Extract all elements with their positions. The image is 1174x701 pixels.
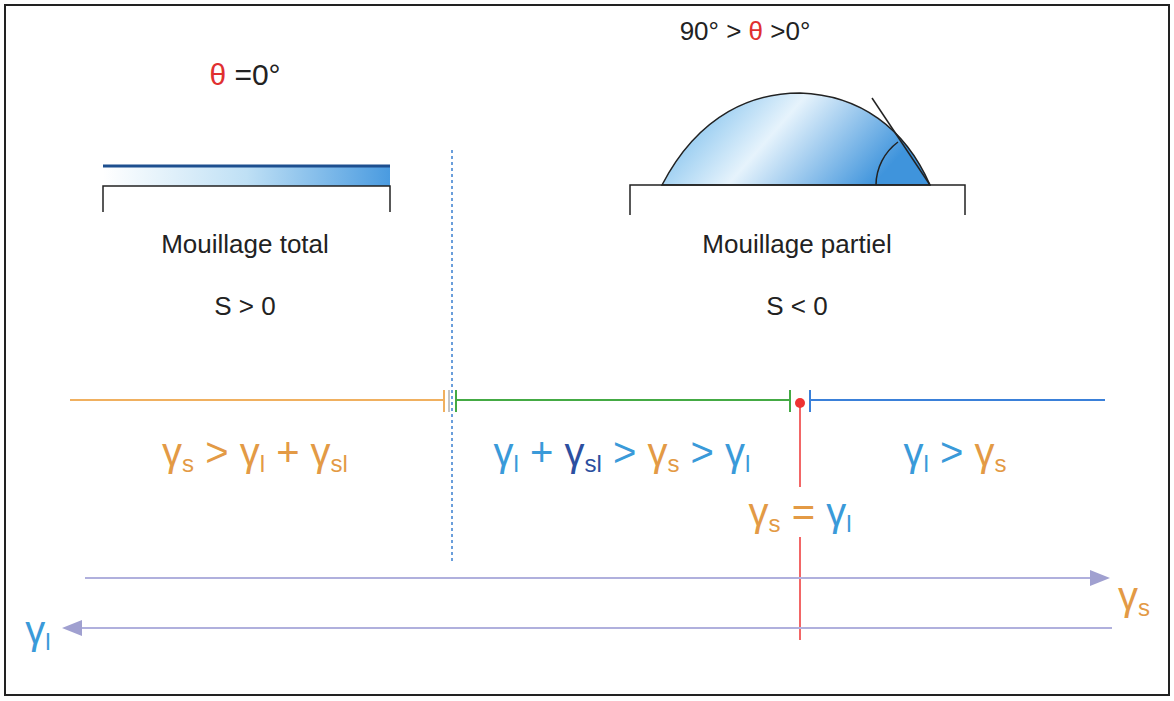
formula-token: θ bbox=[749, 16, 763, 46]
formula-token: > bbox=[726, 16, 741, 46]
bar-tick bbox=[789, 390, 791, 412]
equality-formula: γs = γl bbox=[743, 487, 858, 537]
equality-dot bbox=[795, 398, 805, 408]
formula-token: γl bbox=[240, 430, 265, 474]
regime-title: Mouillage total bbox=[161, 230, 329, 260]
formula-token: γl bbox=[725, 430, 750, 474]
formula-token: 90° bbox=[680, 16, 719, 46]
subscript: s bbox=[182, 450, 194, 477]
formula-token: γl bbox=[826, 490, 851, 534]
bar-tick bbox=[455, 390, 457, 412]
subscript: l bbox=[924, 450, 929, 477]
film-surface bbox=[103, 165, 390, 168]
bar-tick bbox=[809, 390, 811, 412]
subscript: l bbox=[45, 628, 50, 655]
subscript: l bbox=[846, 510, 851, 537]
formula-token: > bbox=[691, 430, 714, 474]
contact-angle: θ =0° bbox=[209, 58, 280, 93]
axis-label: γl bbox=[25, 607, 50, 653]
formula-token: γl bbox=[494, 430, 519, 474]
regime-bar bbox=[456, 399, 790, 401]
formula-token: γs bbox=[1118, 574, 1150, 618]
formula-token: γs bbox=[749, 490, 781, 534]
subscript: sl bbox=[585, 450, 602, 477]
formula-token: + bbox=[276, 430, 299, 474]
formula-token: =0° bbox=[234, 58, 280, 91]
subscript: l bbox=[514, 450, 519, 477]
substrate bbox=[103, 186, 390, 212]
formula-token: γs bbox=[974, 430, 1006, 474]
condition-formula: γl + γsl > γs > γl bbox=[494, 429, 751, 475]
arrow-head bbox=[1090, 570, 1110, 586]
substrate bbox=[630, 185, 965, 215]
subscript: l bbox=[260, 450, 265, 477]
tangent-line bbox=[872, 98, 930, 185]
droplet bbox=[662, 93, 930, 185]
spreading-sign: S < 0 bbox=[766, 292, 827, 322]
condition-formula: γs > γl + γsl bbox=[162, 429, 348, 475]
regime-bar bbox=[70, 399, 444, 401]
regime-title: Mouillage partiel bbox=[702, 230, 891, 260]
formula-token: > bbox=[940, 430, 963, 474]
liquid-film bbox=[103, 166, 390, 186]
formula-token: θ bbox=[209, 58, 226, 91]
subscript: s bbox=[1138, 594, 1150, 621]
regime-bar bbox=[810, 399, 1105, 401]
formula-token: >0° bbox=[770, 16, 810, 46]
formula-token: γs bbox=[162, 430, 194, 474]
bar-tick bbox=[449, 390, 450, 412]
bar-tick bbox=[443, 390, 445, 412]
frame bbox=[5, 5, 1169, 695]
subscript: s bbox=[667, 450, 679, 477]
formula-token: γs bbox=[647, 430, 679, 474]
arrow-head bbox=[62, 620, 82, 636]
formula-token: γl bbox=[25, 608, 50, 652]
angle-arc bbox=[876, 142, 898, 185]
axis-label: γs bbox=[1118, 573, 1150, 619]
formula-token: = bbox=[792, 490, 815, 534]
formula-token: γsl bbox=[311, 430, 348, 474]
formula-token: γl bbox=[904, 430, 929, 474]
boundary-line bbox=[451, 150, 453, 562]
subscript: s bbox=[994, 450, 1006, 477]
subscript: sl bbox=[331, 450, 348, 477]
subscript: l bbox=[745, 450, 750, 477]
condition-formula: γl > γs bbox=[904, 429, 1007, 475]
formula-token: > bbox=[205, 430, 228, 474]
formula-token: > bbox=[613, 430, 636, 474]
spreading-sign: S > 0 bbox=[214, 292, 275, 322]
formula-token: γsl bbox=[565, 430, 602, 474]
subscript: s bbox=[769, 510, 781, 537]
axis-arrow bbox=[80, 627, 1112, 629]
formula-token: + bbox=[530, 430, 553, 474]
contact-angle: 90° > θ >0° bbox=[680, 17, 811, 47]
axis-arrow bbox=[85, 577, 1092, 579]
